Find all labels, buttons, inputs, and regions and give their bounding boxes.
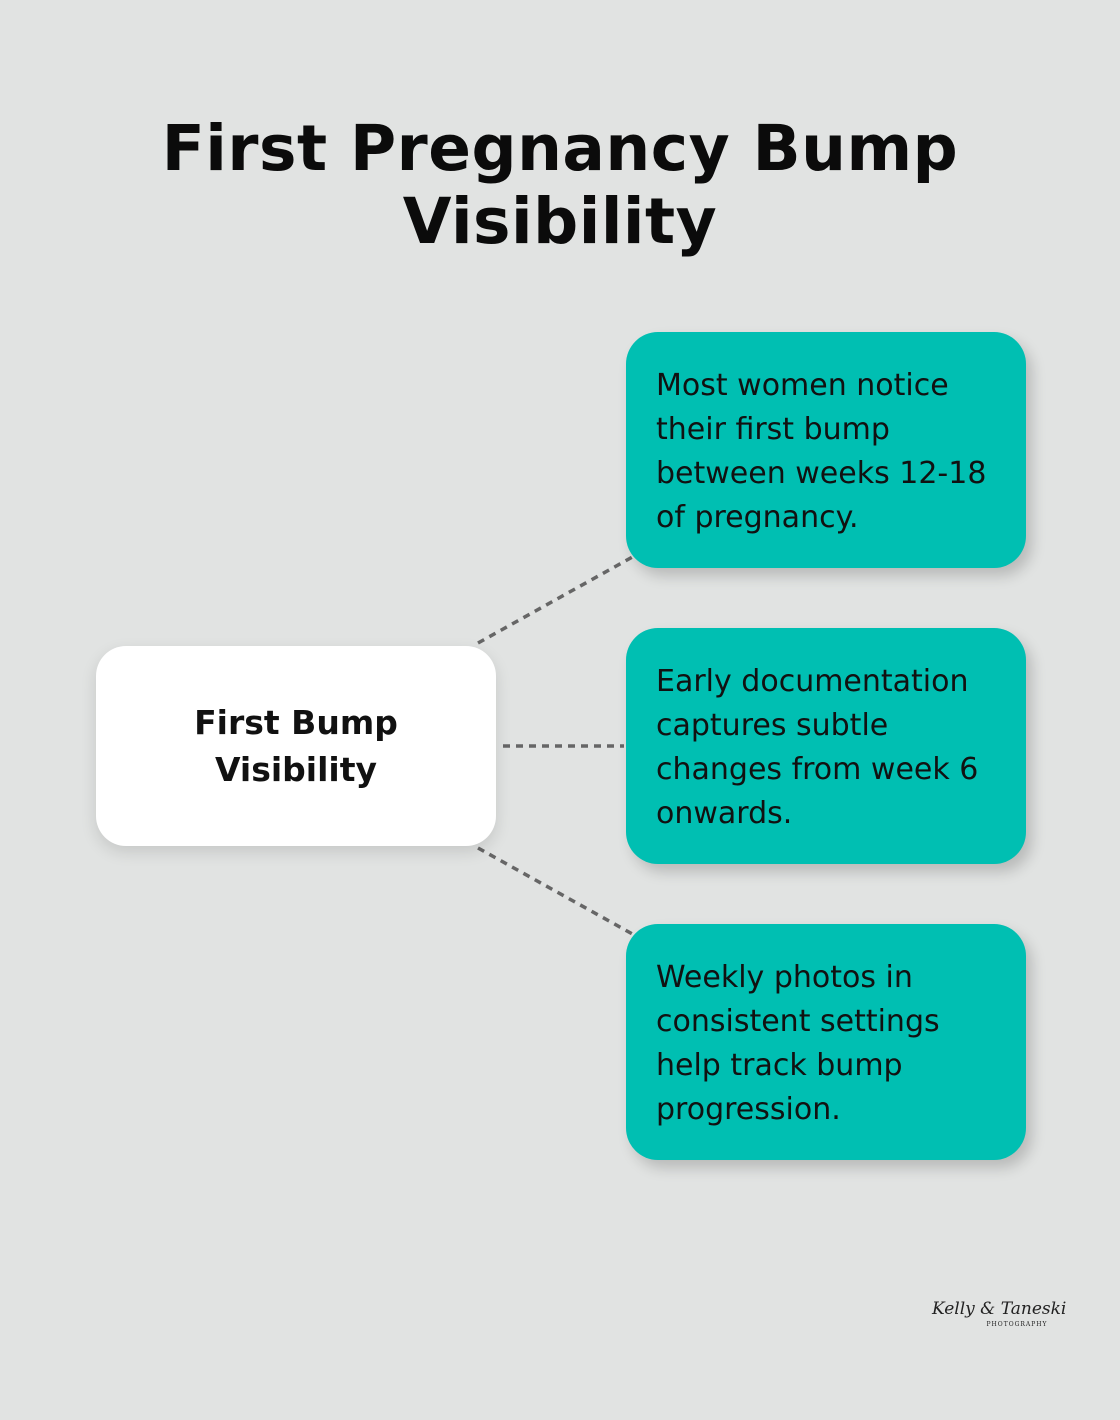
connector-bottom (477, 846, 637, 938)
branch-card: Most women notice their first bump betwe… (626, 332, 1026, 568)
center-node-label: First Bump Visibility (194, 703, 398, 789)
page-title: First Pregnancy Bump Visibility (161, 112, 959, 258)
branch-text: Weekly photos in consistent settings hel… (656, 960, 940, 1127)
branch-card: Early documentation captures subtle chan… (626, 628, 1026, 864)
branch-card: Weekly photos in consistent settings hel… (626, 924, 1026, 1160)
logo-sub: PHOTOGRAPHY (986, 1321, 1048, 1328)
logo: Kelly & Taneski PHOTOGRAPHY (932, 1298, 1067, 1329)
branch-text: Most women notice their first bump betwe… (656, 368, 987, 535)
center-node: First Bump Visibility (96, 646, 496, 846)
logo-name: Kelly & Taneski (932, 1299, 1067, 1319)
branch-text: Early documentation captures subtle chan… (656, 664, 979, 831)
connector-top (477, 553, 637, 645)
